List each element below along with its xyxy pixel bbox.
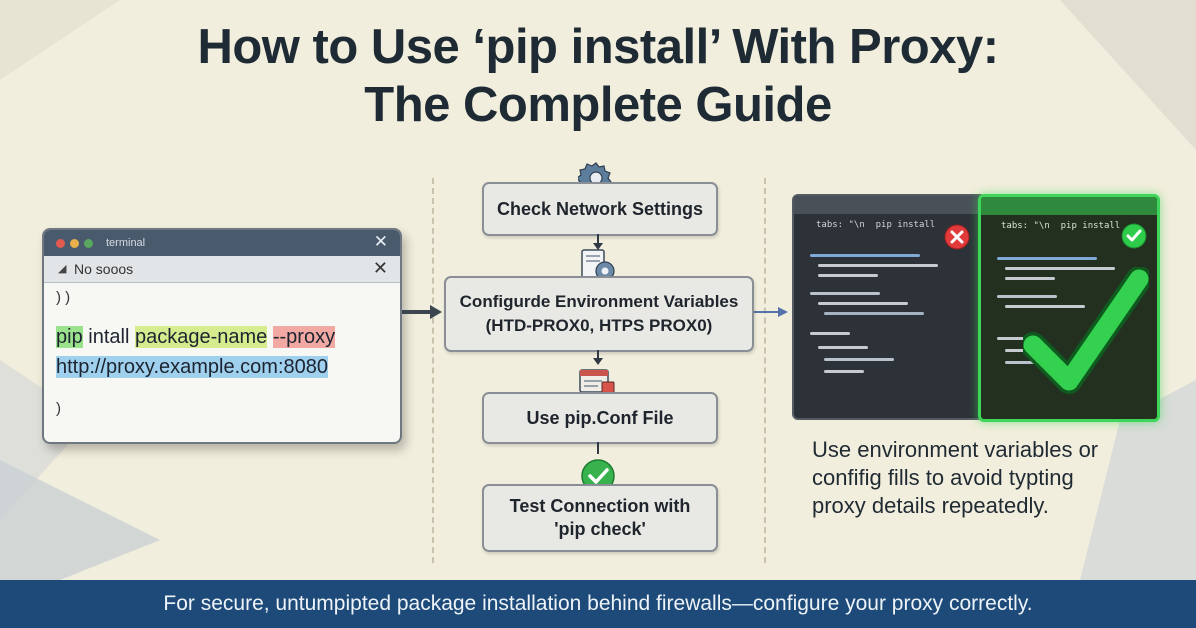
arrow-flow-to-panels — [754, 307, 788, 317]
cmd-install: intall — [88, 326, 130, 348]
connector-2-head — [593, 358, 603, 365]
tab-close-icon[interactable]: ✕ — [372, 258, 388, 278]
big-check-icon — [1023, 267, 1149, 394]
code-panel-incorrect: tabs: "\n pip install — [792, 194, 986, 420]
document-gear-icon — [581, 249, 615, 281]
tip-note-line2: confifig fills to avoid typting — [812, 465, 1074, 490]
cmd-proxy-url: http://proxy.example.com:8080 — [56, 356, 328, 378]
file-icon — [579, 369, 615, 395]
code-panel-correct: tabs: "\n pip install — [978, 194, 1160, 422]
panel-bar-incorrect — [794, 196, 984, 214]
terminal-body: ) ) pip intall package-name --proxy http… — [44, 283, 400, 423]
step-configure-env-line1: Configurde Environment Variables — [459, 292, 739, 311]
minimize-dot[interactable] — [70, 239, 79, 248]
tip-note-line3: proxy details repeatedly. — [812, 493, 1049, 518]
terminal-title-bar: terminal ✕ — [44, 230, 400, 256]
check-circle-small-icon — [1121, 223, 1147, 249]
pip-command: pip intall package-name --proxy http://p… — [56, 322, 388, 382]
step-use-pip-conf: Use pip.Conf File — [482, 392, 718, 444]
footer-text: For secure, untumpipted package installa… — [163, 592, 1033, 615]
tab-label: No sooos — [74, 261, 134, 277]
step-test-connection-line1: Test Connection with — [509, 496, 691, 516]
title-line-1: How to Use ‘pip install’ With Proxy: — [197, 20, 999, 74]
step-configure-env: Configurde Environment Variables (HTD-PR… — [444, 276, 754, 352]
footer-banner: For secure, untumpipted package installa… — [0, 580, 1196, 628]
terminal-tab[interactable]: ◢ No sooos ✕ — [44, 256, 400, 283]
error-circle-icon — [944, 224, 970, 250]
connector-1 — [597, 234, 599, 244]
code-snippet-correct: tabs: "\n pip install — [1001, 221, 1121, 231]
title-line-2: The Complete Guide — [364, 78, 832, 132]
connector-2 — [597, 350, 599, 360]
panel-bar-correct — [981, 197, 1157, 215]
signal-icon: ◢ — [58, 263, 67, 275]
step-use-pip-conf-label: Use pip.Conf File — [526, 407, 674, 428]
code-brace-close: ) — [56, 400, 61, 417]
column-divider-left — [432, 178, 434, 563]
connector-1-head — [593, 243, 603, 250]
step-configure-env-line2: (HTD-PROX0, HTPS PROX0) — [485, 316, 713, 335]
step-test-connection: Test Connection with 'pip check' — [482, 484, 718, 552]
terminal-title: terminal — [106, 237, 146, 249]
step-test-connection-line2: 'pip check' — [554, 519, 646, 539]
tip-note: Use environment variables or confifig fi… — [812, 436, 1172, 520]
tip-note-line1: Use environment variables or — [812, 437, 1099, 462]
maximize-dot[interactable] — [84, 239, 93, 248]
close-dot[interactable] — [56, 239, 65, 248]
step-check-network: Check Network Settings — [482, 182, 718, 236]
column-divider-right — [764, 178, 766, 563]
cmd-proxy-flag: --proxy — [272, 326, 336, 348]
terminal-window: terminal ✕ ◢ No sooos ✕ ) ) pip intall p… — [42, 228, 402, 444]
connector-3 — [597, 442, 599, 454]
step-check-network-label: Check Network Settings — [496, 198, 704, 219]
cmd-pip: pip — [56, 326, 83, 348]
arrow-terminal-to-flow — [402, 305, 442, 319]
code-snippet-incorrect: tabs: "\n pip install — [816, 220, 936, 230]
cmd-package: package-name — [134, 326, 268, 348]
close-icon[interactable]: ✕ — [373, 232, 388, 251]
code-brace-open: ) ) — [56, 289, 71, 306]
page-title: How to Use ‘pip install’ With Proxy: The… — [0, 18, 1196, 134]
